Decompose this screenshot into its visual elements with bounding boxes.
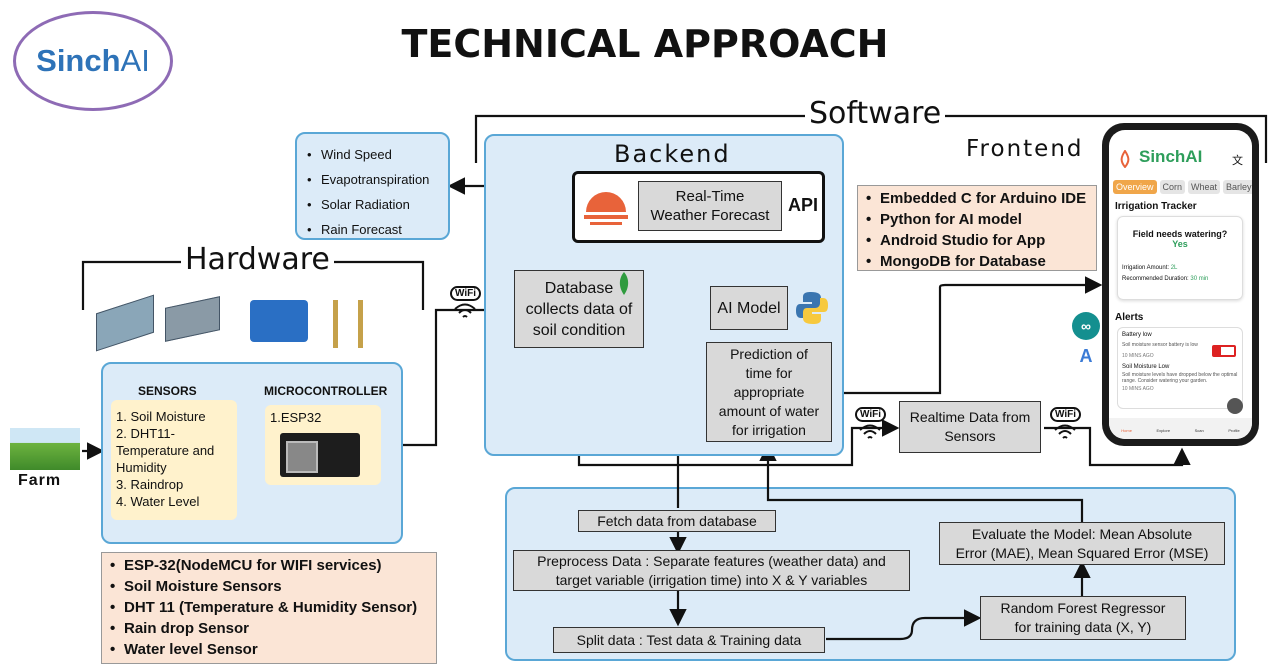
api-label: API xyxy=(788,195,819,215)
tab-barley[interactable]: Barley xyxy=(1223,180,1252,194)
sensor-item: 2. DHT11- Temperature and Humidity xyxy=(116,426,215,475)
tracker-question: Field needs watering? xyxy=(1132,229,1228,239)
sensor-item: 3. Raindrop xyxy=(116,477,184,492)
logo-text-a: Sinch xyxy=(36,43,121,78)
alert2-text: Soil moisture levels have dropped below … xyxy=(1122,372,1238,384)
app-logo-icon xyxy=(1119,149,1131,169)
amount-value: 2L xyxy=(1170,265,1178,271)
mongodb-leaf-icon xyxy=(617,271,631,297)
hardware-item: Rain drop Sensor xyxy=(106,618,432,639)
software-item: Android Studio for App xyxy=(862,230,1092,251)
hardware-list: ESP-32(NodeMCU for WIFI services) Soil M… xyxy=(106,555,432,660)
weather-param: Wind Speed xyxy=(303,142,442,167)
amount-row: Irrigation Amount: 2L xyxy=(1122,265,1242,271)
hardware-label: Hardware xyxy=(181,242,334,277)
farm-label: Farm xyxy=(18,472,62,489)
split-data-step: Split data : Test data & Training data xyxy=(553,627,825,653)
android-studio-icon: A xyxy=(1079,346,1093,366)
soil-moisture-sensor-image xyxy=(333,300,363,348)
realtime-data-box: Realtime Data from Sensors xyxy=(899,401,1041,453)
software-item: Python for AI model xyxy=(862,209,1092,230)
app-tabs: Overview Corn Wheat Barley xyxy=(1113,180,1252,194)
app-title-a: Sinch xyxy=(1139,147,1186,166)
nav-profile[interactable]: Profile xyxy=(1228,428,1240,433)
nav-explore[interactable]: Explore xyxy=(1156,428,1171,433)
frontend-label: Frontend xyxy=(966,136,1084,162)
weather-param: Evapotranspiration xyxy=(303,167,442,192)
weather-params-box: Wind Speed Evapotranspiration Solar Radi… xyxy=(295,132,450,242)
page-title: TECHNICAL APPROACH xyxy=(401,22,889,66)
sensor-item: 1. Soil Moisture xyxy=(116,409,206,424)
alert1-title: Battery low xyxy=(1122,332,1152,338)
tab-overview[interactable]: Overview xyxy=(1113,180,1157,194)
arduino-icon: ∞ xyxy=(1072,312,1100,340)
weather-param: Solar Radiation xyxy=(303,192,442,217)
software-item: Embedded C for Arduino IDE xyxy=(862,188,1092,209)
alert1-text: Soil moisture sensor battery is low xyxy=(1122,342,1198,348)
app-title: SinchAI xyxy=(1139,147,1202,167)
sensors-heading: SENSORS xyxy=(138,384,197,398)
nav-home[interactable]: Home xyxy=(1121,428,1132,433)
hardware-list-box: ESP-32(NodeMCU for WIFI services) Soil M… xyxy=(101,552,437,664)
alert2-time: 10 MINS AGO xyxy=(1122,386,1154,392)
logo-text-b: AI xyxy=(120,43,150,78)
hardware-item: ESP-32(NodeMCU for WIFI services) xyxy=(106,555,432,576)
fetch-data-step: Fetch data from database xyxy=(578,510,776,532)
duration-label: Recommended Duration: xyxy=(1122,276,1189,282)
sensors-list-box: 1. Soil Moisture 2. DHT11- Temperature a… xyxy=(111,400,237,520)
backend-label: Backend xyxy=(614,140,731,168)
prediction-box: Prediction of time for appropriate amoun… xyxy=(706,342,832,442)
wifi-badge: WiFi xyxy=(1050,407,1082,422)
software-item: MongoDB for Database xyxy=(862,251,1092,272)
farm-image xyxy=(10,428,80,470)
sunset-icon xyxy=(580,184,632,228)
api-forecast-box: Real-Time Weather Forecast xyxy=(638,181,782,231)
software-label: Software xyxy=(805,96,946,131)
weather-params-list: Wind Speed Evapotranspiration Solar Radi… xyxy=(303,142,442,242)
nav-scan[interactable]: Scan xyxy=(1194,428,1204,433)
wifi-icon: WiFi xyxy=(1050,404,1082,447)
alerts-title: Alerts xyxy=(1115,312,1144,323)
tracker-answer: Yes xyxy=(1172,239,1188,249)
esp32-chip xyxy=(286,441,318,473)
tracker-card: Field needs watering? Yes Irrigation Amo… xyxy=(1117,216,1243,300)
software-list: Embedded C for Arduino IDE Python for AI… xyxy=(862,188,1092,272)
mic-icon[interactable] xyxy=(1227,398,1243,414)
hardware-item: Soil Moisture Sensors xyxy=(106,576,432,597)
battery-low-icon xyxy=(1212,345,1236,357)
ai-model-box: AI Model xyxy=(710,286,788,330)
hardware-item: DHT 11 (Temperature & Humidity Sensor) xyxy=(106,597,432,618)
hardware-item: Water level Sensor xyxy=(106,639,432,660)
wifi-icon: WiFi xyxy=(855,404,887,447)
alert2-title: Soil Moisture Low xyxy=(1122,364,1170,370)
dht11-sensor-image xyxy=(250,300,308,342)
wifi-badge: WiFi xyxy=(855,407,887,422)
duration-value: 30 min xyxy=(1190,276,1209,282)
wifi-badge: WiFi xyxy=(450,286,482,301)
alert1-time: 10 MINS AGO xyxy=(1122,353,1154,359)
evaluate-step: Evaluate the Model: Mean Absolute Error … xyxy=(939,522,1225,565)
amount-label: Irrigation Amount: xyxy=(1122,265,1170,271)
translate-icon[interactable]: 文 xyxy=(1232,155,1243,167)
app-title-b: AI xyxy=(1185,147,1203,166)
esp32-board-image xyxy=(280,433,360,477)
tracker-title: Irrigation Tracker xyxy=(1115,201,1197,212)
random-forest-step: Random Forest Regressor for training dat… xyxy=(980,596,1186,640)
tab-corn[interactable]: Corn xyxy=(1159,180,1186,194)
preprocess-step: Preprocess Data : Separate features (wea… xyxy=(513,550,910,591)
phone-mockup: SinchAI 文 Overview Corn Wheat Barley Irr… xyxy=(1102,123,1259,446)
weather-param: Rain Forecast xyxy=(303,217,442,242)
software-list-box: Embedded C for Arduino IDE Python for AI… xyxy=(857,185,1097,272)
bottom-nav: Home Explore Scan Profile xyxy=(1109,418,1252,439)
phone-screen: SinchAI 文 Overview Corn Wheat Barley Irr… xyxy=(1109,130,1252,439)
tab-wheat[interactable]: Wheat xyxy=(1188,180,1221,194)
microcontroller-heading: MICROCONTROLLER xyxy=(264,384,388,398)
microcontroller-item: 1.ESP32 xyxy=(270,410,322,425)
sensor-item: 4. Water Level xyxy=(116,494,200,509)
duration-row: Recommended Duration: 30 min xyxy=(1122,276,1242,282)
wifi-icon: WiFi xyxy=(450,283,482,326)
python-icon xyxy=(794,290,830,326)
alert-card: Battery low Soil moisture sensor battery… xyxy=(1117,327,1243,409)
